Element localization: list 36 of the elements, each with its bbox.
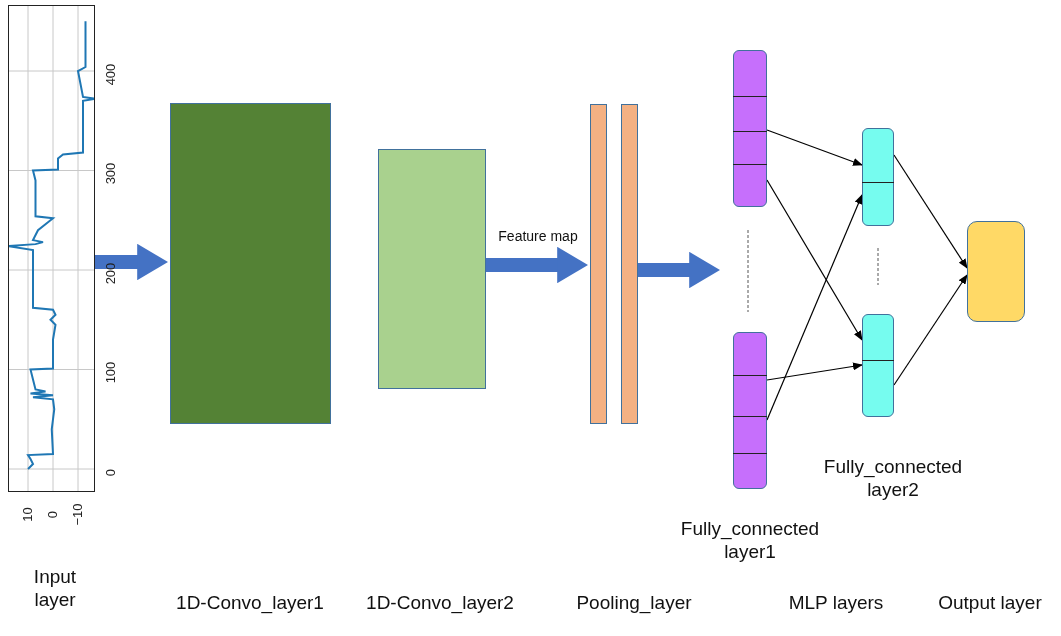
arrow	[766, 194, 863, 421]
neuron-column	[862, 314, 894, 417]
pooling-bar	[590, 104, 607, 424]
arrow	[893, 154, 968, 269]
arrow	[893, 274, 968, 386]
axis-tick-label: 100	[102, 360, 118, 386]
layer-caption: 1D-Convo_layer2	[365, 591, 515, 614]
layer-block	[378, 149, 486, 389]
axis-tick-label: 10	[19, 506, 35, 524]
axis-tick-label: 300	[102, 161, 118, 187]
block-arrow	[638, 251, 720, 289]
axis-tick-label: 400	[102, 62, 118, 88]
arrow	[766, 179, 863, 341]
output-block	[967, 221, 1025, 322]
edge-label: Feature map	[497, 227, 579, 246]
layer-caption: 1D-Convo_layer1	[175, 591, 325, 614]
arrow	[766, 362, 863, 381]
neuron-column	[733, 332, 767, 489]
layer-caption: MLP layers	[787, 591, 885, 614]
layer-caption: Input layer	[32, 565, 78, 611]
layer-caption: Fully_connected layer1	[679, 517, 821, 563]
arrow	[766, 129, 863, 166]
neuron-column	[862, 128, 894, 226]
pooling-bar	[621, 104, 638, 424]
axis-tick-label: −10	[69, 502, 85, 528]
axis-tick-label: 0	[102, 467, 118, 479]
layer-caption: Pooling_layer	[575, 591, 693, 614]
layer-block	[170, 103, 331, 424]
layer-caption: Fully_connected layer2	[822, 455, 964, 501]
neuron-column	[733, 50, 767, 207]
line-chart	[8, 5, 95, 492]
axis-tick-label: 200	[102, 261, 118, 287]
axis-tick-label: 0	[44, 509, 60, 521]
block-arrow	[95, 243, 168, 281]
block-arrow	[486, 246, 588, 284]
layer-caption: Output layer	[937, 591, 1043, 614]
